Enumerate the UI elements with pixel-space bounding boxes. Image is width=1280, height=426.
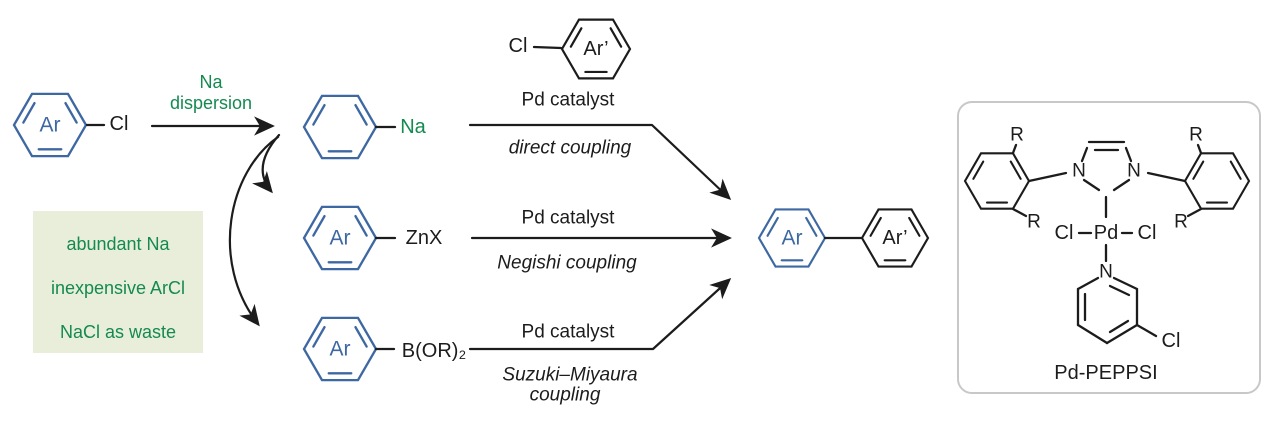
reaction-arrow xyxy=(468,278,732,351)
nitrogen-label: N xyxy=(1072,161,1086,182)
catalyst-name-label: Pd-PEPPSI xyxy=(1054,362,1157,384)
chlorine-label: Cl xyxy=(509,35,528,57)
chloride-label: Cl xyxy=(1055,222,1074,244)
benefit-line: NaCl as waste xyxy=(60,322,176,342)
chlorine-label: Cl xyxy=(110,113,129,135)
pyridine-ring: N Cl xyxy=(1076,262,1181,352)
bond xyxy=(1196,143,1203,155)
product-biaryl: Ar Ar’ xyxy=(757,208,930,268)
coupling-name: Negishi coupling xyxy=(497,253,637,274)
bond xyxy=(1135,323,1158,338)
reaction-arrow xyxy=(468,123,732,201)
nitrogen-label: N xyxy=(1127,161,1141,182)
palladium-label: Pd xyxy=(1094,222,1118,244)
bond xyxy=(1105,323,1139,345)
benefits-box-bg xyxy=(33,211,203,353)
sodium-dispersion-step: Na dispersion xyxy=(150,72,275,136)
r-group-label: R xyxy=(1189,125,1203,146)
intermediate-aryl-zinc: Ar ZnX xyxy=(302,205,443,271)
double-bond-inner xyxy=(1108,319,1130,334)
bond xyxy=(532,45,563,50)
bond xyxy=(1124,146,1133,163)
benzene-ring xyxy=(302,94,378,160)
branch-arrow-to-boron xyxy=(228,135,280,327)
catalyst-label: Pd catalyst xyxy=(522,208,616,229)
bond xyxy=(1076,276,1100,291)
ring-label-ar: Ar xyxy=(782,227,803,250)
nitrogen-label: N xyxy=(1099,262,1113,283)
reaction-negishi-coupling: Pd catalyst Negishi coupling xyxy=(470,208,732,274)
zinc-label: ZnX xyxy=(406,227,443,249)
pd-center: Cl Pd Cl xyxy=(1055,195,1157,263)
catalyst-panel: R R R R N N Cl Pd Cl xyxy=(957,101,1261,394)
catalyst-label: Pd catalyst xyxy=(522,322,616,343)
r-group-label: R xyxy=(1027,212,1041,233)
coupling-name-line2: coupling xyxy=(530,385,601,406)
na-label: Na xyxy=(199,72,223,92)
double-bond-inner xyxy=(1108,284,1131,297)
benefit-line: abundant Na xyxy=(66,234,170,254)
reaction-direct-coupling: Pd catalyst direct coupling xyxy=(468,90,732,201)
reactant-arcl: Ar Cl xyxy=(12,92,129,158)
bond xyxy=(1112,276,1139,291)
bond xyxy=(1080,146,1089,163)
sodium-label: Na xyxy=(400,116,426,138)
ring-label-ar: Ar xyxy=(40,114,61,137)
reaction-suzuki-coupling: Pd catalyst Suzuki–Miyaura coupling xyxy=(468,278,732,406)
bond xyxy=(1076,323,1109,345)
reagent-aryl-chloride: Cl Ar’ xyxy=(509,18,632,80)
benefits-box: abundant Na inexpensive ArCl NaCl as was… xyxy=(33,211,203,353)
bond xyxy=(1027,171,1068,183)
intermediate-aryl-boronate: Ar B(OR)₂ xyxy=(302,316,466,382)
bond xyxy=(1112,178,1131,192)
r-group-label: R xyxy=(1010,125,1024,146)
bond xyxy=(1011,207,1028,218)
nhc-ring: N N xyxy=(1072,140,1141,192)
ring-label-ar-prime: Ar’ xyxy=(882,227,907,249)
chloride-label: Cl xyxy=(1138,222,1157,244)
coupling-name: Suzuki–Miyaura xyxy=(502,365,637,386)
intermediate-aryl-sodium: Na xyxy=(302,94,427,160)
boronate-label: B(OR)₂ xyxy=(402,340,466,362)
ring-label-ar-prime: Ar’ xyxy=(583,38,608,60)
bond xyxy=(1082,178,1101,192)
catalyst-label: Pd catalyst xyxy=(522,90,616,111)
catalyst-panel-frame xyxy=(957,101,1261,394)
chloride-label: Cl xyxy=(1162,330,1181,352)
bond xyxy=(1011,143,1018,155)
r-group-label: R xyxy=(1174,212,1188,233)
ring-label-ar: Ar xyxy=(330,338,351,361)
dispersion-label: dispersion xyxy=(170,93,252,113)
ring-label-ar: Ar xyxy=(330,227,351,250)
bond xyxy=(1186,207,1203,218)
coupling-name: direct coupling xyxy=(509,138,632,159)
benefit-line: inexpensive ArCl xyxy=(51,278,185,298)
bond xyxy=(1146,171,1187,183)
